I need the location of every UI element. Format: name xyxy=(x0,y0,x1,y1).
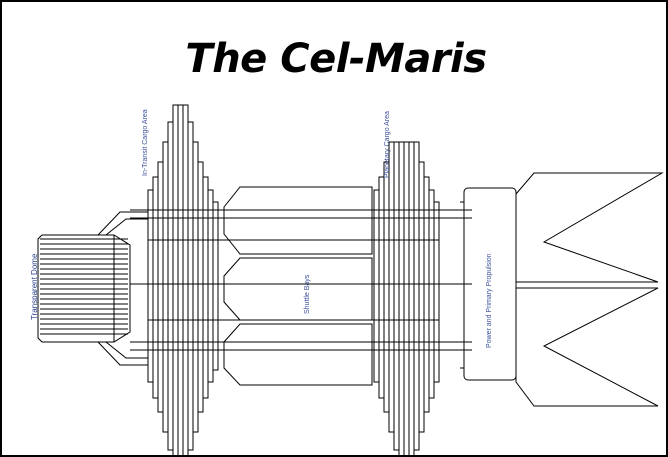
cargo-plate xyxy=(172,104,179,455)
planetary-cargo-area xyxy=(373,141,440,455)
label-in-transit-cargo: In-Transit Cargo Area xyxy=(142,109,149,176)
label-transparent-dome: Transparent Dome xyxy=(30,253,39,320)
cargo-plate xyxy=(147,189,154,383)
cargo-plate xyxy=(403,141,410,455)
engine-fins xyxy=(515,172,664,407)
cargo-plate xyxy=(177,104,184,455)
shuttle-bays xyxy=(223,186,373,386)
cargo-plate xyxy=(408,141,415,455)
cargo-plate xyxy=(207,189,214,383)
cargo-plate xyxy=(428,189,435,399)
diagram-title: The Cel-Maris xyxy=(185,36,487,82)
cargo-plate xyxy=(423,176,430,413)
cargo-plate xyxy=(418,161,425,433)
cargo-plate xyxy=(388,141,395,433)
dome-struts xyxy=(97,211,148,366)
spine-rails xyxy=(130,209,472,351)
cargo-plate xyxy=(187,121,194,451)
cargo-plate xyxy=(197,161,204,413)
transparent-dome xyxy=(37,234,131,343)
power-propulsion-module xyxy=(460,187,517,381)
cargo-plate xyxy=(212,201,219,371)
cargo-plate xyxy=(157,161,164,413)
cargo-plate xyxy=(192,141,199,433)
cargo-plate xyxy=(383,161,390,413)
cargo-plate xyxy=(373,189,380,383)
in-transit-cargo-area xyxy=(147,104,219,455)
label-shuttle-bays: Shuttle Bays xyxy=(304,274,311,314)
cargo-plate xyxy=(413,141,420,451)
cargo-plate xyxy=(393,141,400,451)
cargo-plate xyxy=(167,121,174,451)
cargo-plate xyxy=(182,104,189,455)
cargo-plate xyxy=(398,141,405,455)
label-planetary-cargo: Planetary Cargo Area xyxy=(384,111,391,178)
cargo-plate xyxy=(433,201,440,383)
cargo-plate xyxy=(162,141,169,433)
label-power-propulsion: Power and Primary Propulsion xyxy=(486,253,493,348)
